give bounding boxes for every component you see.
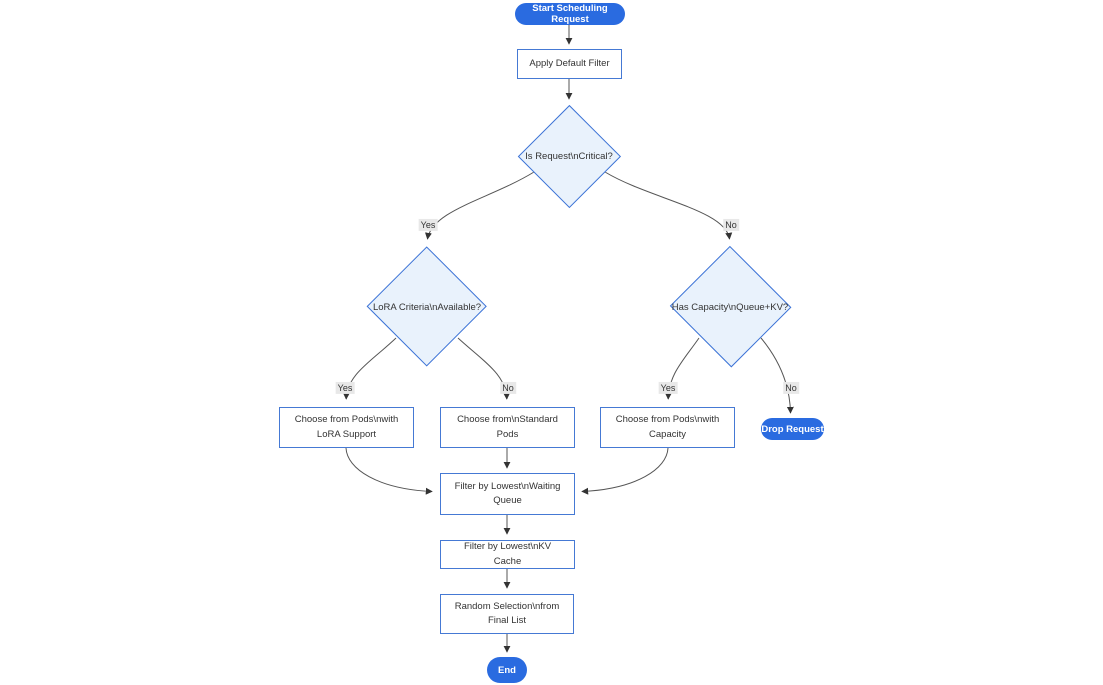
node-choose-capacity-pods: Choose from Pods\nwith Capacity bbox=[600, 407, 735, 448]
edge-capacity-no bbox=[760, 337, 794, 414]
node-drop-request: Drop Request bbox=[761, 418, 824, 440]
edge-label-critical-yes: Yes bbox=[418, 218, 438, 232]
edge-label-critical-no: No bbox=[723, 218, 739, 232]
edge-label-capacity-yes: Yes bbox=[658, 381, 678, 395]
edge-is-critical-no bbox=[604, 171, 733, 240]
node-random-selection: Random Selection\nfrom Final List bbox=[440, 594, 574, 634]
node-apply-default-filter: Apply Default Filter bbox=[517, 49, 622, 79]
decision-has-capacity-label: Has Capacity\nQueue+KV? bbox=[671, 301, 789, 313]
node-filter-waiting-queue: Filter by Lowest\nWaiting Queue bbox=[440, 473, 575, 515]
edge-label-lora-no: No bbox=[500, 381, 516, 395]
node-choose-lora-pods: Choose from Pods\nwith LoRA Support bbox=[279, 407, 414, 448]
node-start: Start Scheduling Request bbox=[515, 3, 625, 25]
decision-lora-criteria: LoRA Criteria\nAvailable? bbox=[366, 246, 488, 368]
node-end: End bbox=[487, 657, 527, 683]
edge-label-lora-yes: Yes bbox=[335, 381, 355, 395]
decision-has-capacity: Has Capacity\nQueue+KV? bbox=[668, 246, 792, 368]
decision-is-critical: Is Request\nCritical? bbox=[517, 104, 621, 208]
edge-lora-pods-to-filter-queue bbox=[345, 447, 433, 495]
edge-capacity-pods-to-filter-queue bbox=[581, 447, 669, 495]
edge-label-capacity-no: No bbox=[783, 381, 799, 395]
decision-lora-criteria-label: LoRA Criteria\nAvailable? bbox=[372, 301, 482, 313]
node-filter-kv-cache: Filter by Lowest\nKV Cache bbox=[440, 540, 575, 569]
decision-is-critical-label: Is Request\nCritical? bbox=[525, 150, 613, 162]
node-choose-standard-pods: Choose from\nStandard Pods bbox=[440, 407, 575, 448]
